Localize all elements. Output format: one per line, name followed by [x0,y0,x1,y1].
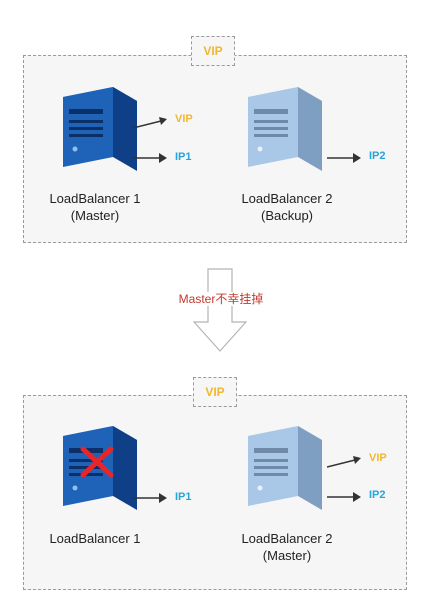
top-lb1-role: (Master) [70,208,120,223]
bottom-lb1-caption: LoadBalancer 1 [15,530,175,547]
bottom-lb2-ip2-arrow-icon [327,491,363,503]
failover-event-label: Master不幸挂掉 [151,292,291,306]
top-lb2-server-icon [240,83,330,193]
top-lb2-caption: LoadBalancer 2 (Backup) [207,190,367,224]
top-lb1-ip1-label: IP1 [175,151,192,163]
bottom-lb1-ip1-arrow-icon [133,492,169,504]
bottom-vip-badge: VIP [193,377,237,407]
top-lb2-ip2-arrow-icon [327,152,363,164]
top-lb2-role: (Backup) [260,208,314,223]
bottom-lb2-caption: LoadBalancer 2 (Master) [207,530,367,564]
top-lb2-name: LoadBalancer 2 [241,191,333,206]
bottom-lb1-ip1-label: IP1 [175,491,192,503]
top-lb1-name: LoadBalancer 1 [49,191,141,206]
bottom-lb1-name: LoadBalancer 1 [49,531,141,546]
top-lb2-ip2-label: IP2 [369,150,386,162]
top-lb1-ip1-arrow-icon [133,152,169,164]
failover-arrow-down-icon [192,268,248,352]
bottom-lb2-vip-arrow-icon [327,456,363,468]
top-vip-badge: VIP [191,36,235,66]
top-lb1-vip-label: VIP [175,113,193,125]
bottom-lb2-ip2-label: IP2 [369,489,386,501]
failed-cross-icon [80,446,114,483]
top-lb1-server-icon [55,83,145,193]
bottom-lb2-role: (Master) [262,548,312,563]
top-lb1-vip-arrow-icon [133,117,169,129]
bottom-lb2-name: LoadBalancer 2 [241,531,333,546]
bottom-lb2-server-icon [240,422,330,532]
top-lb1-caption: LoadBalancer 1 (Master) [15,190,175,224]
bottom-lb2-vip-label: VIP [369,452,387,464]
